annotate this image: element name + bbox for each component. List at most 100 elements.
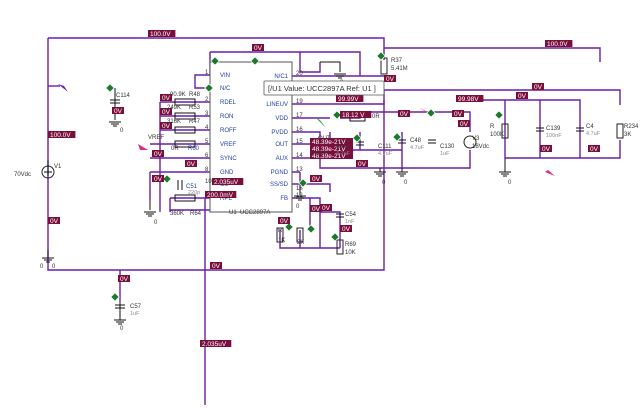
svg-text:0V: 0V [400, 111, 409, 118]
node-marker-icon [332, 110, 342, 120]
ic-pin-right-6: PGND [271, 170, 289, 176]
tooltip-text: [/U1 Value: UCC2897A Ref: U1 ] [268, 84, 376, 93]
c4-value: 4.7uF [586, 131, 601, 137]
voltage-tag-v-9999a: 99.99V [336, 95, 364, 103]
v1-value: 70Vdc [14, 172, 31, 178]
node-marker-icon [105, 83, 115, 93]
voltage-tag-v-bottom: 2.035uV [200, 340, 232, 348]
r48-value: 90.9K [170, 92, 186, 98]
svg-text:0V: 0V [154, 176, 163, 183]
voltage-tag-v100-left: 100.0V [48, 131, 76, 139]
ic-part-label: UCC2897A [240, 210, 270, 216]
voltage-tag-ov-left-rdel: 0V [160, 94, 172, 102]
r69-symbol [336, 239, 344, 255]
r69-value: 10K [345, 250, 356, 256]
ic-pin-number-left-5: 5 [205, 139, 209, 145]
ground-wires [47, 61, 506, 320]
node-marker-icon [376, 51, 386, 61]
c130-label: C130 [440, 144, 455, 150]
c48-label: C48 [410, 138, 422, 144]
v1-label: V1 [54, 164, 62, 170]
voltage-probe-icon[interactable] [58, 84, 68, 92]
c130-symbol [428, 139, 436, 144]
component-tooltip: [/U1 Value: UCC2897A Ref: U1 ] [263, 80, 385, 96]
zero-label: 0 [40, 264, 44, 270]
ic-pin-number-18: 18 [296, 186, 303, 192]
ground-icon [42, 257, 54, 263]
r64-symbol [174, 194, 196, 202]
ic-pin-right-4: OUT [275, 142, 288, 148]
r-fb1-value: 1K [278, 238, 285, 244]
svg-text:48.39e-21V: 48.39e-21V [312, 139, 346, 146]
voltage-probe-icon[interactable] [138, 144, 148, 150]
voltage-tag-v100-top: 100.0V [148, 30, 176, 38]
svg-text:0V: 0V [460, 121, 469, 128]
node-marker-icon [426, 108, 436, 118]
svg-text:0V: 0V [312, 206, 321, 213]
current-probe-icon[interactable] [316, 118, 326, 128]
v1-symbol [41, 165, 55, 179]
voltage-probe-icon[interactable] [545, 170, 555, 176]
probes[interactable] [58, 84, 555, 176]
c111-value: 4.7uF [378, 151, 393, 157]
zero-label: 0 [382, 180, 386, 186]
r47-value: 316K [167, 119, 181, 125]
svg-text:0V: 0V [162, 109, 171, 116]
c54-symbol [336, 213, 344, 218]
svg-text:0V: 0V [322, 205, 331, 212]
r48-symbol [174, 98, 196, 106]
ground-icon [334, 73, 346, 79]
svg-text:0V: 0V [120, 276, 129, 283]
node-markers[interactable] [105, 51, 504, 302]
r234-symbol [616, 123, 624, 139]
node-marker-icon [210, 56, 220, 66]
node-marker-icon [284, 222, 294, 232]
ic-pin-left-7: GND [220, 170, 234, 176]
ic-pin-number-left-8: 10 [205, 179, 212, 185]
svg-text:100.0V: 100.0V [150, 31, 171, 38]
svg-text:2.035uV: 2.035uV [214, 179, 239, 186]
r-100k-value: 100K [490, 132, 504, 138]
ic-pin-right-1: LINEUV [266, 102, 288, 108]
ic-pin-number-right-4: 15 [296, 139, 303, 145]
voltage-tag-ov-rfb: 0V [278, 217, 290, 225]
svg-text:99.98V: 99.98V [458, 96, 479, 103]
voltage-tag-ov-fb: 0V [310, 205, 322, 213]
node-marker-icon [204, 83, 214, 93]
ic-pin-left-0: VIN [220, 73, 230, 79]
voltage-tag-ov-c130: 0V [452, 110, 464, 118]
svg-text:0V: 0V [358, 161, 367, 168]
voltage-tag-ov-left-roff: 0V [160, 122, 172, 130]
c4-label: C4 [586, 124, 594, 130]
r60-symbol [174, 140, 196, 148]
c139-value: 100nF [546, 133, 562, 139]
r48-label: R48 [189, 92, 201, 98]
node-marker-icon [298, 178, 308, 188]
svg-text:48.39e-21V: 48.39e-21V [312, 146, 346, 153]
r64-value: 360K [170, 211, 184, 217]
voltage-tag-ov-v1: 0V [48, 217, 60, 225]
v3-value: 18Vdc [472, 144, 489, 150]
r47-symbol [174, 126, 196, 134]
ic-pin-number-left-7: 8 [205, 167, 209, 173]
ic-pin-left-2: RDEL [220, 100, 237, 106]
zero-label: 0 [296, 204, 300, 210]
aux-net-label: AUX [313, 151, 325, 157]
c50-value: 4.7uF [336, 151, 351, 157]
svg-text:48.39e-21V: 48.39e-21V [312, 153, 346, 160]
component-labels: V1 70Vdc R37 5.41M C114 0 90.9K R48 249K… [14, 58, 639, 332]
ic-pin-number-right-1: 19 [296, 99, 303, 105]
svg-text:2.035uV: 2.035uV [202, 341, 227, 348]
ic-pin-number-right-0: 20 [296, 71, 303, 77]
ic-pin-number-right-5: 14 [296, 153, 303, 159]
r-100k-label: R [490, 124, 495, 130]
ic-ref-label: U1 [229, 210, 237, 216]
c54-value: 1nF [345, 219, 355, 225]
c48-value: 4.7uF [410, 145, 425, 151]
r37-symbol [380, 57, 388, 75]
voltage-tag-ov-right1: 0V [532, 83, 544, 91]
ground-icon [294, 195, 306, 201]
c57-value: 1uF [130, 311, 140, 317]
